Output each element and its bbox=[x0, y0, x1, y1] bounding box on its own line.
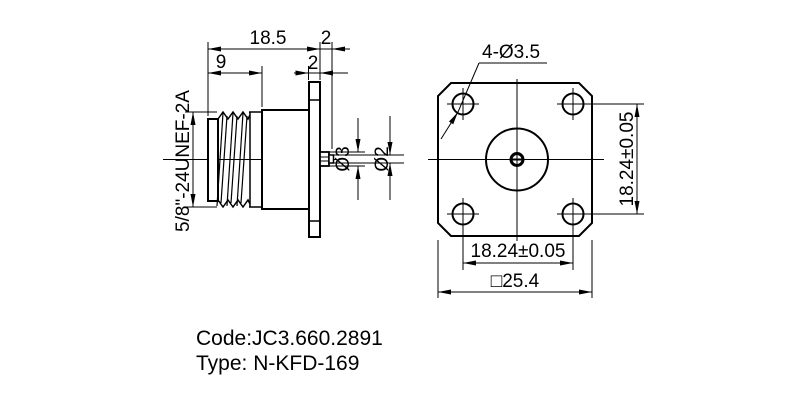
mounting-hole bbox=[557, 88, 589, 120]
interface-bore bbox=[485, 127, 549, 192]
holes-leader bbox=[440, 62, 547, 140]
nut-front-face bbox=[207, 118, 219, 202]
center-conductor bbox=[509, 152, 525, 167]
dim-thread-length-label: 9 bbox=[216, 52, 227, 73]
thread-section bbox=[216, 110, 262, 209]
holes-callout-label: 4-Ø3.5 bbox=[482, 42, 540, 63]
side-view: 18.5 2 9 2 5/8"-24UNEF-2A Ø3 Ø2 bbox=[163, 28, 404, 238]
dim-hole-spacing-horizontal-label: 18.24±0.05 bbox=[471, 241, 566, 262]
side-dimension-lines bbox=[190, 46, 393, 207]
thread-spec-label: 5/8"-24UNEF-2A bbox=[173, 90, 194, 232]
part-code-label: Code:JC3.660.2891 bbox=[196, 327, 383, 350]
dim-total-length-label: 18.5 bbox=[250, 28, 287, 49]
part-type-label: Type: N-KFD-169 bbox=[196, 352, 359, 375]
mounting-holes bbox=[447, 88, 589, 230]
flange-side bbox=[308, 81, 321, 238]
dim-flange-square-label: □25.4 bbox=[491, 271, 540, 292]
mounting-hole bbox=[447, 198, 479, 230]
connector-body bbox=[261, 109, 310, 210]
front-dimension-lines bbox=[438, 104, 640, 295]
dim-flange-thickness-label: 2 bbox=[308, 53, 319, 74]
dim-pin-length-label: 2 bbox=[321, 28, 332, 49]
front-view: 4-Ø3.5 18.24±0.05 18.24±0.05 □25.4 bbox=[428, 42, 644, 298]
footer: Code:JC3.660.2891 Type: N-KFD-169 bbox=[196, 327, 383, 375]
front-extension-lines bbox=[437, 103, 644, 298]
dim-contact-diameter-label: Ø2 bbox=[372, 146, 393, 171]
dim-hole-spacing-vertical-label: 18.24±0.05 bbox=[617, 112, 638, 207]
mounting-hole bbox=[557, 198, 589, 230]
flange-front bbox=[437, 82, 593, 237]
dim-pin-diameter-label: Ø3 bbox=[333, 146, 354, 171]
mounting-hole bbox=[447, 88, 479, 120]
center-pin bbox=[319, 151, 335, 167]
